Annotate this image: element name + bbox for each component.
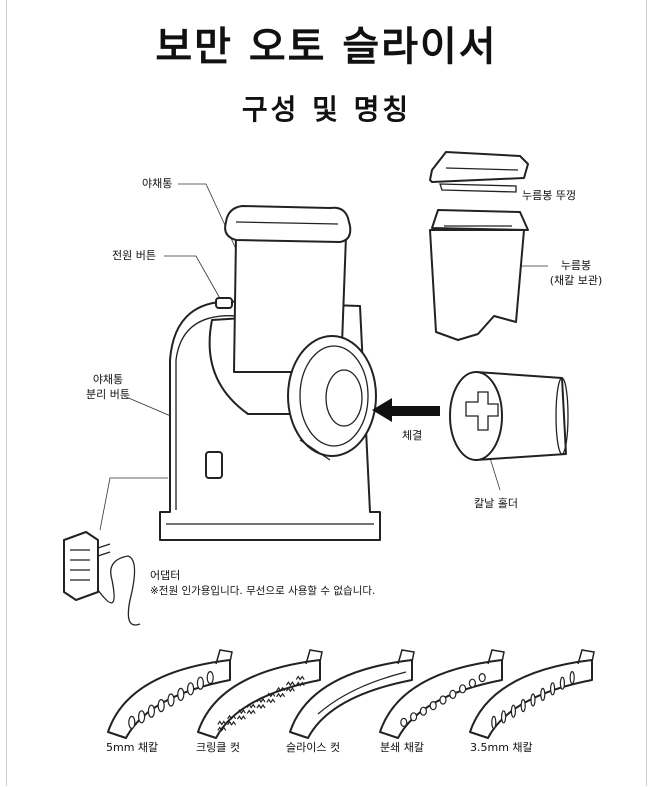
assembly-arrow [372, 398, 440, 422]
label-bin-release-line2: 분리 버튼 [86, 388, 130, 401]
label-pusher-lid: 누름봉 뚜껑 [522, 189, 577, 202]
label-pusher: 누름봉 (채칼 보관) [540, 258, 612, 288]
label-pusher-line1: 누름봉 [560, 259, 592, 272]
label-bin-release: 야채통 분리 버튼 [76, 372, 140, 402]
blade-label: 5mm 채칼 [106, 741, 159, 754]
pusher-lid-drawing [429, 151, 529, 193]
label-bin-release-line1: 야채통 [92, 373, 124, 386]
blade-label: 크링클 컷 [196, 741, 240, 754]
label-adapter-note: ※전원 인가용입니다. 무선으로 사용할 수 없습니다. [150, 585, 376, 597]
blade-label: 3.5mm 채칼 [470, 741, 533, 754]
label-blade-holder: 칼날 홀더 [474, 497, 518, 510]
pusher-drawing [429, 209, 529, 341]
main-body-drawing [159, 205, 381, 541]
label-assembly: 체결 [402, 429, 423, 442]
blade-holder-drawing [449, 371, 569, 461]
blade-label: 슬라이스 컷 [286, 741, 341, 754]
label-pusher-line2: (채칼 보관) [549, 274, 603, 287]
label-power-button: 전원 버튼 [112, 249, 156, 262]
blade-slice-icon [289, 649, 415, 739]
blade-3-5mm-icon [469, 649, 595, 739]
blade-5mm-icon [107, 649, 233, 739]
blade-crinkle-icon [197, 649, 323, 739]
page-title: 보만 오토 슬라이서 [155, 24, 498, 70]
blade-grind-icon [379, 649, 505, 739]
label-vegetable-bin: 야채통 [142, 177, 173, 190]
label-adapter: 어댑터 [150, 569, 181, 582]
page-subtitle: 구성 및 명칭 [241, 93, 412, 126]
page-frame [6, 0, 647, 786]
blade-label: 분쇄 채칼 [380, 741, 424, 754]
adapter-drawing [63, 531, 141, 626]
